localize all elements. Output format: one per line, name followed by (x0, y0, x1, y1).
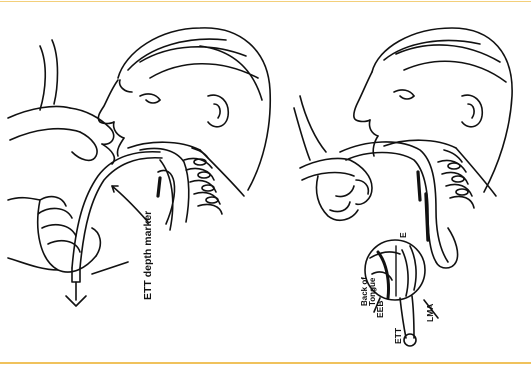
ett-label: ETT (393, 328, 403, 344)
right-spine (438, 150, 474, 208)
left-hands (8, 40, 114, 272)
left-spine (184, 148, 222, 214)
e-label: E (398, 232, 408, 238)
ett-depth-marker-label: ETT depth marker (142, 211, 154, 300)
lma-label: LMA (425, 304, 435, 322)
eeb-label: EEB (375, 301, 385, 318)
right-hand-and-tube (294, 96, 372, 220)
left-ett-depth-pointer (92, 186, 148, 274)
left-head-profile (98, 28, 270, 230)
right-head-profile (354, 28, 512, 196)
